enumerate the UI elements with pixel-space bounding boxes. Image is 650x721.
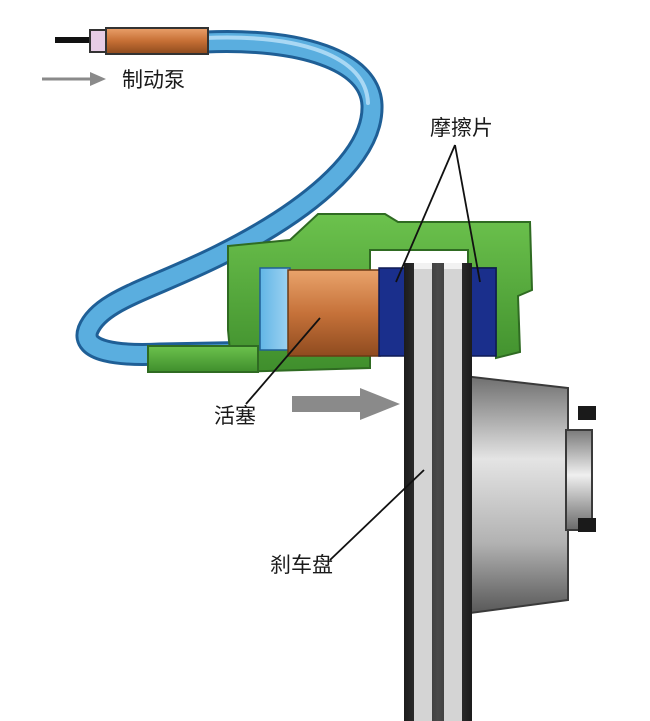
hydraulic-chamber: [259, 267, 291, 351]
disc-cap-left: [414, 263, 432, 269]
hub-face: [565, 429, 593, 531]
piston-block: [287, 269, 381, 357]
friction-pad-inner: [378, 267, 406, 357]
arrow-right-icon: [42, 72, 106, 86]
hub-stud-bottom: [578, 518, 596, 532]
brake-pump-label: 制动泵: [122, 68, 185, 92]
hub-stud-top: [578, 406, 596, 420]
leader-lines: [245, 144, 481, 561]
disc-cap-right: [444, 263, 462, 269]
wheel-hub: [454, 373, 596, 617]
arrow-right-icon: [292, 388, 400, 420]
disc-face-left: [414, 263, 432, 721]
friction-pad-outer: [469, 267, 497, 357]
brake-pump: [55, 27, 209, 55]
leader-pads-to-outer: [454, 144, 481, 283]
disc-face-right: [444, 263, 462, 721]
friction-pads-label: 摩擦片: [430, 116, 493, 140]
brake-hose-highlight: [203, 35, 370, 105]
leader-piston: [245, 317, 321, 405]
brake-hose: [75, 30, 384, 366]
pump-body: [105, 27, 209, 55]
brake-disc: [404, 263, 472, 721]
leader-disc: [329, 469, 425, 561]
caliper-lower-rail: [147, 345, 259, 373]
piston-label: 活塞: [214, 404, 256, 428]
leader-pads-to-inner: [395, 144, 456, 283]
brake-disc-label: 刹车盘: [270, 553, 333, 577]
